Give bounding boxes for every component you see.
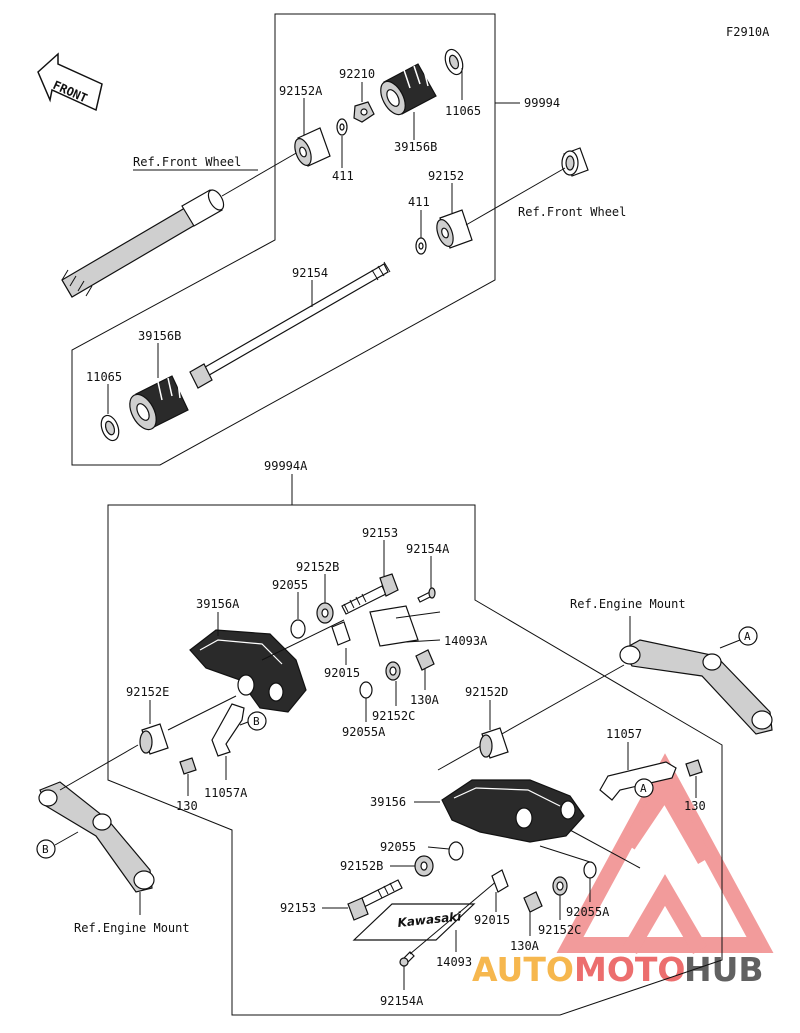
label-411-top: 411 <box>332 169 354 183</box>
label-99994: 99994 <box>524 96 560 110</box>
decal-kawasaki-text: Kawasaki <box>397 909 463 930</box>
label-ref-front-wheel-left: Ref.Front Wheel <box>133 155 241 169</box>
label-92152B-top: 92152B <box>296 560 339 574</box>
svg-text:B: B <box>42 843 49 856</box>
oring-92055-top <box>290 619 306 639</box>
label-130-right: 130 <box>684 799 706 813</box>
label-ref-front-wheel-right: Ref.Front Wheel <box>518 205 626 219</box>
cap-11065-bottom <box>100 414 120 442</box>
oring-92055A-bottom <box>583 861 597 879</box>
label-130A-top: 130A <box>410 693 440 707</box>
label-11057: 11057 <box>606 727 642 741</box>
slider-39156B-bottom <box>129 375 189 431</box>
label-92153-top: 92153 <box>362 526 398 540</box>
bolt-92153-top <box>341 573 399 615</box>
plate-14093: Kawasaki <box>352 903 476 941</box>
slider-39156B-top <box>380 63 437 116</box>
lower-assembly-group: 99994A 92153 92154A 92152B 92055 14 <box>36 459 773 1016</box>
figure-code: F2910A <box>726 25 770 39</box>
label-11057A: 11057A <box>204 786 248 800</box>
label-39156B-top: 39156B <box>394 140 437 154</box>
marker-A-mid <box>634 778 654 798</box>
label-11065-top: 11065 <box>445 104 481 118</box>
lower-group-bracket <box>107 504 723 1016</box>
oring-92055-bottom <box>448 841 464 861</box>
watermark-text-auto: AUTO <box>472 950 574 989</box>
front-arrow-icon: FRONT <box>37 52 103 112</box>
label-92152D: 92152D <box>465 685 508 699</box>
label-39156A: 39156A <box>196 597 240 611</box>
watermark-text-moto: MOTO <box>574 950 685 989</box>
label-92154: 92154 <box>292 266 328 280</box>
label-92055-bottom: 92055 <box>380 840 416 854</box>
collar-92152E <box>139 723 169 755</box>
label-11065-bottom: 11065 <box>86 370 122 384</box>
upper-group-bracket <box>71 13 496 466</box>
cap-11065-top <box>444 48 464 76</box>
plate-14093A <box>369 605 419 647</box>
bolt-130-right <box>685 759 703 777</box>
wheel-spacer-ref-right <box>561 147 589 177</box>
collar-92152D <box>479 727 509 759</box>
svg-text:A: A <box>744 630 751 643</box>
bolt-92154 <box>189 261 391 389</box>
label-92015-bottom: 92015 <box>474 913 510 927</box>
front-axle-ref <box>61 189 225 298</box>
slider-39156A <box>189 619 345 713</box>
watermark-logo <box>556 753 774 955</box>
label-92055A-bottom: 92055A <box>566 905 610 919</box>
label-130-left: 130 <box>176 799 198 813</box>
label-92152: 92152 <box>428 169 464 183</box>
marker-B-left <box>36 839 56 859</box>
bolt-130-left <box>179 757 197 775</box>
label-92152C-top: 92152C <box>372 709 415 723</box>
label-14093A: 14093A <box>444 634 488 648</box>
marker-A-right <box>738 626 758 646</box>
label-39156: 39156 <box>370 795 406 809</box>
bolt-130A-top <box>415 649 435 671</box>
spacer-92015-top <box>331 621 351 646</box>
label-411-mid: 411 <box>408 195 430 209</box>
label-92015-top: 92015 <box>324 666 360 680</box>
label-99994A: 99994A <box>264 459 308 473</box>
label-92154A-top: 92154A <box>406 542 450 556</box>
label-92055A-top: 92055A <box>342 725 386 739</box>
label-ref-engine-mount-top: Ref.Engine Mount <box>570 597 686 611</box>
upper-assembly-group: 99994 Ref.Front Wheel 92152A 411 92210 <box>61 13 626 466</box>
label-ref-engine-mount-bottom: Ref.Engine Mount <box>74 921 190 935</box>
label-92152C-bottom: 92152C <box>538 923 581 937</box>
engine-mount-ref-right <box>619 639 773 735</box>
oring-92055A-top <box>359 681 373 699</box>
label-92055-top: 92055 <box>272 578 308 592</box>
label-92152B-bottom: 92152B <box>340 859 383 873</box>
watermark-text: AUTO MOTO HUB <box>472 950 764 989</box>
label-92154A-bottom: 92154A <box>380 994 424 1008</box>
watermark-text-hub: HUB <box>684 950 764 989</box>
label-92152A: 92152A <box>279 84 323 98</box>
label-92210: 92210 <box>339 67 375 81</box>
screw-92154A-top <box>417 587 436 603</box>
label-92152E: 92152E <box>126 685 169 699</box>
svg-text:A: A <box>640 782 647 795</box>
label-39156B-bottom: 39156B <box>138 329 181 343</box>
collar-92152 <box>436 209 473 249</box>
slider-39156 <box>441 779 585 843</box>
label-14093: 14093 <box>436 955 472 969</box>
marker-B-mid <box>247 711 267 731</box>
bracket-11057A <box>211 703 245 757</box>
screw-92154A-bottom <box>399 951 415 967</box>
bolt-92153-bottom <box>347 879 403 921</box>
bolt-130A-bottom <box>523 891 543 913</box>
collar-92152A <box>294 127 331 167</box>
engine-mount-ref-left <box>38 781 155 893</box>
label-130A-bottom: 130A <box>510 939 540 953</box>
svg-text:B: B <box>253 715 260 728</box>
label-92153-bottom: 92153 <box>280 901 316 915</box>
spacer-92015-bottom <box>491 869 509 893</box>
